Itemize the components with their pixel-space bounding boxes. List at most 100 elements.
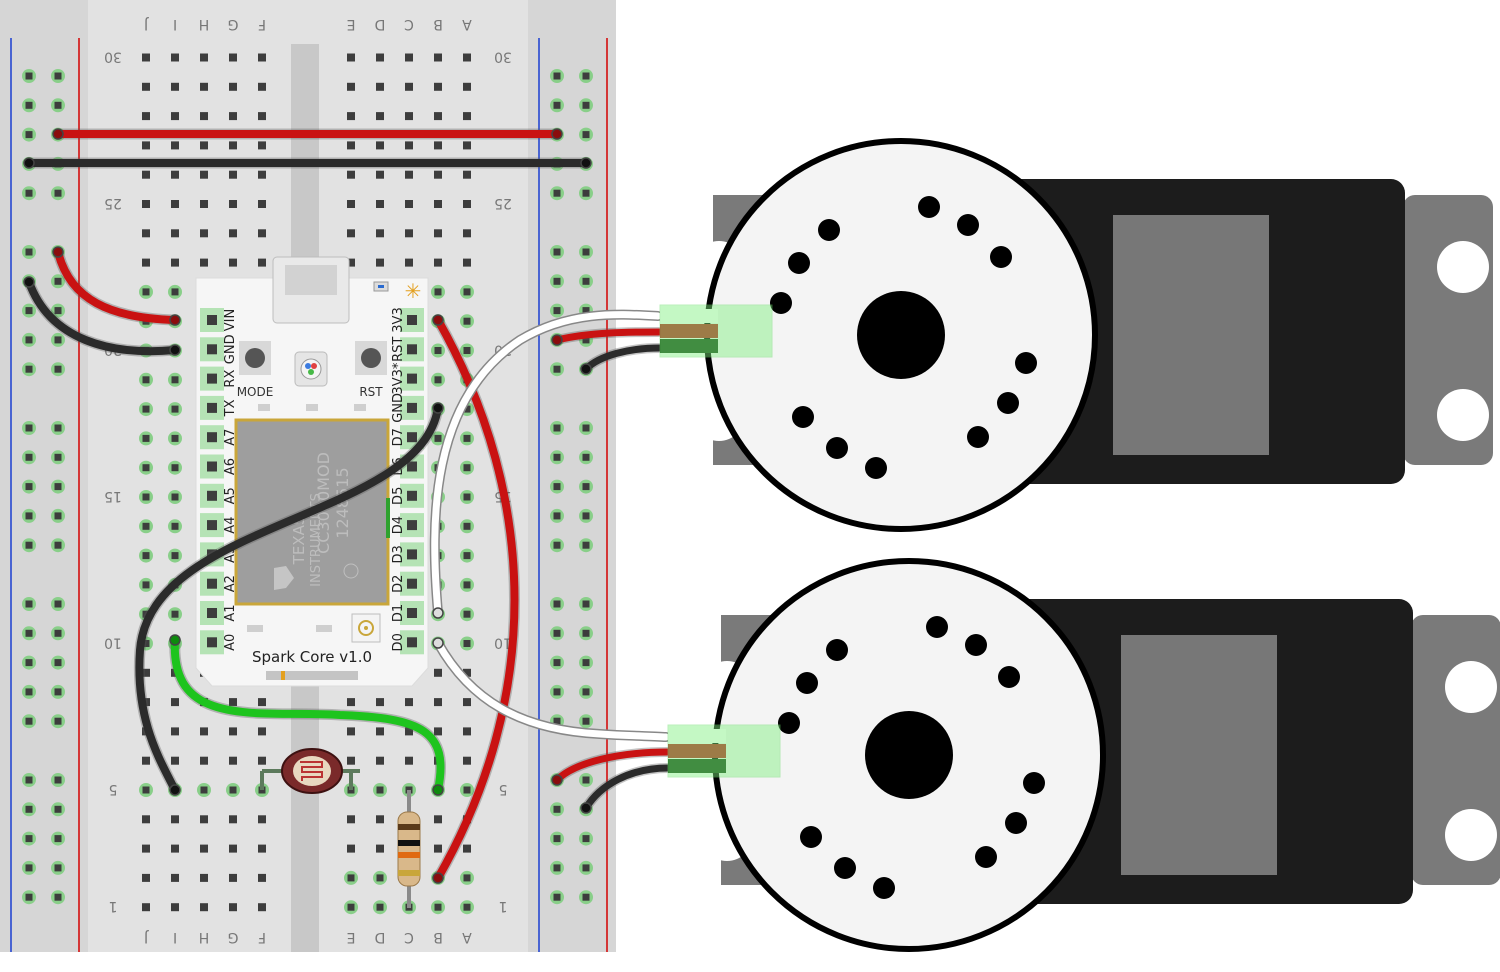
antenna-connector-ring (358, 620, 374, 636)
right-pin-label-d5: D5 (391, 487, 406, 505)
servos (693, 138, 1500, 952)
connected-hole-pin (463, 581, 471, 589)
row-number-right: 25 (494, 195, 512, 211)
spark-star-icon: ✳ (405, 279, 422, 303)
right-pin-label-d2: D2 (391, 575, 406, 593)
connected-hole-pin (463, 405, 471, 413)
breadboard-hole (347, 82, 355, 91)
connected-hole-pin (553, 424, 561, 432)
breadboard-hole (376, 141, 384, 150)
column-letter-bottom: J (144, 929, 149, 945)
breadboard-hole (434, 258, 442, 267)
connected-hole-pin (171, 434, 179, 442)
servo-bottom (701, 558, 1500, 952)
horn-hole (967, 426, 989, 448)
breadboard-hole (258, 229, 266, 238)
breadboard-hole (434, 815, 442, 824)
wires (23, 128, 781, 884)
connected-hole-pin (434, 903, 442, 911)
connected-hole-pin (553, 307, 561, 315)
breadboard-hole (229, 873, 237, 882)
resistor-body (397, 811, 421, 887)
horn-hole (826, 437, 848, 459)
connected-hole-pin (582, 424, 590, 432)
breadboard-hole (200, 82, 208, 91)
breadboard-hole (229, 698, 237, 707)
mode-button[interactable] (245, 348, 265, 368)
connected-hole-pin (463, 903, 471, 911)
breadboard-hole (229, 903, 237, 912)
breadboard-hole (376, 727, 384, 736)
connected-hole-pin (582, 189, 590, 197)
3v3-wire (434, 316, 519, 882)
breadboard-hole (200, 756, 208, 765)
connected-hole-pin (25, 776, 33, 784)
breadboard-hole (171, 141, 179, 150)
wire-end (169, 344, 181, 356)
connected-hole-pin (142, 288, 150, 296)
connected-hole-pin (25, 835, 33, 843)
mount-hole-icon (1445, 809, 1497, 861)
connected-hole-pin (142, 640, 150, 647)
breadboard-hole (376, 258, 384, 267)
connected-hole-pin (434, 376, 442, 384)
horn-hole (957, 214, 979, 236)
breadboard-hole (200, 53, 208, 62)
breadboard-hole (258, 170, 266, 179)
horn-hole (918, 196, 940, 218)
connected-hole-pin (582, 893, 590, 901)
lead-red (668, 744, 726, 758)
rst-button-label: RST (359, 385, 383, 399)
connected-hole-pin (54, 776, 62, 784)
column-letter-bottom: C (404, 929, 414, 945)
row-number-left: 5 (109, 781, 118, 797)
left-pin-label-a1: A1 (223, 604, 238, 621)
connected-hole-pin (142, 405, 150, 413)
breadboard-hole (200, 229, 208, 238)
breadboard-hole (171, 727, 179, 736)
breadboard-hole (376, 229, 384, 238)
breadboard-hole (142, 112, 150, 121)
servo2-power-wire (553, 748, 672, 784)
column-letter-bottom: F (258, 929, 266, 945)
wire-end (551, 334, 563, 346)
connected-hole-pin (463, 874, 471, 882)
smd-part (354, 404, 366, 411)
breadboard-hole (376, 170, 384, 179)
rst-button[interactable] (361, 348, 381, 368)
servo1-signal-wire (431, 311, 662, 617)
breadboard-hole (229, 82, 237, 91)
left-pin (207, 637, 217, 648)
connected-hole-pin (582, 336, 590, 344)
chip-antenna-icon (266, 671, 358, 680)
connected-hole-pin (171, 376, 179, 384)
servo-shaft (857, 291, 945, 379)
connected-hole-pin (376, 874, 384, 882)
right-pin-label-gnd: GND (391, 393, 406, 423)
connected-hole-pin (463, 522, 471, 530)
connected-hole-pin (25, 101, 33, 109)
breadboard-hole (171, 82, 179, 91)
breadboard-hole (463, 756, 471, 765)
left-pin-label-a4: A4 (223, 517, 238, 534)
row-number-left: 25 (104, 195, 122, 211)
connected-hole-pin (553, 72, 561, 80)
breadboard-hole (376, 844, 384, 853)
connected-hole-pin (54, 805, 62, 813)
left-pin (207, 461, 217, 472)
row-number-left: 15 (104, 488, 122, 504)
breadboard-hole (405, 229, 413, 238)
row-number-right: 5 (499, 781, 508, 797)
left-pin (207, 608, 217, 618)
breadboard-hole (258, 698, 266, 707)
components (260, 748, 421, 908)
connected-hole-pin (54, 600, 62, 608)
breadboard-hole (171, 844, 179, 853)
connected-hole-pin (25, 453, 33, 461)
breadboard-hole (200, 200, 208, 208)
connected-hole-pin (171, 405, 179, 413)
wire-end (52, 246, 64, 258)
wire-end (432, 402, 444, 414)
lead-red (660, 324, 718, 338)
